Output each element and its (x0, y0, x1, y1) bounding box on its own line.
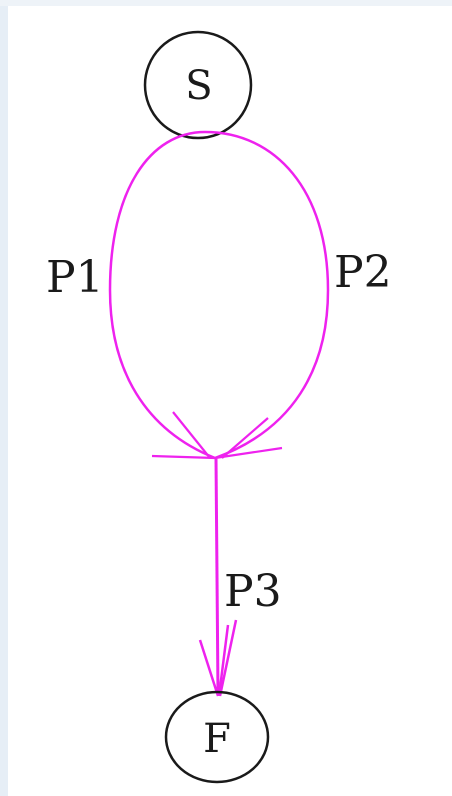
node-f: F (164, 690, 270, 784)
edge-p2-label: P2 (334, 247, 392, 298)
edge-p2-path (204, 130, 330, 460)
node-s-label: S (185, 63, 212, 109)
frame-left-edge (0, 0, 8, 796)
node-f-label: F (203, 716, 231, 762)
edge-p3-label: P3 (224, 566, 282, 617)
edge-p3-arrowhead (198, 619, 238, 697)
edge-p1-path (108, 130, 216, 460)
node-f-circle (164, 690, 270, 784)
node-s-circle (143, 30, 253, 140)
edge-p3-path (214, 457, 220, 695)
merge-arrowheads (151, 411, 283, 460)
node-s: S (143, 30, 253, 140)
edge-p1-label: P1 (46, 252, 104, 303)
frame-top-edge (0, 0, 452, 6)
